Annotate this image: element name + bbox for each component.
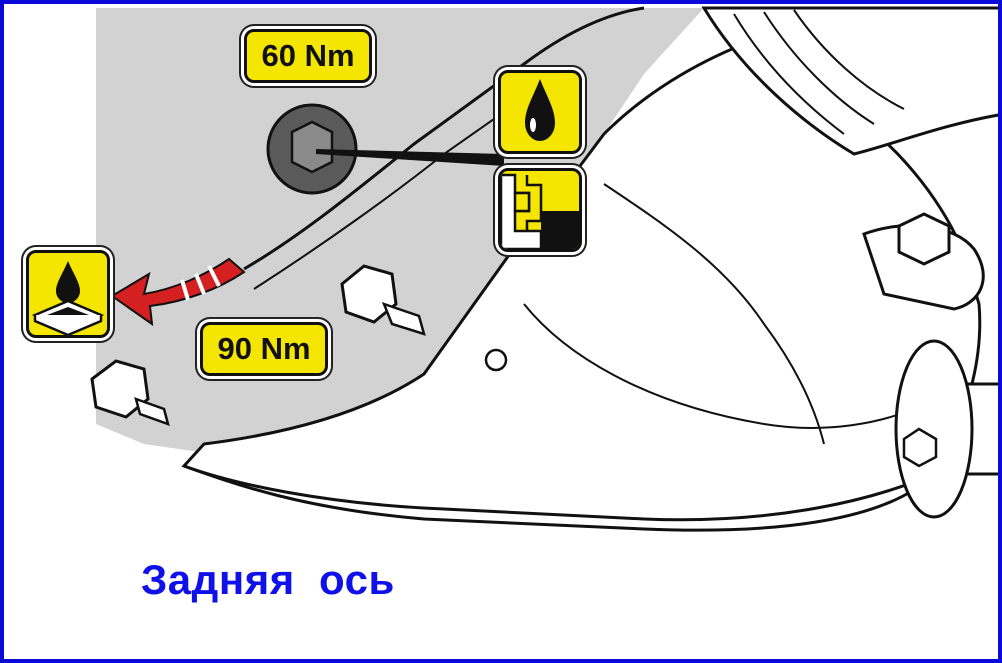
- oil-drop-icon: [498, 70, 582, 154]
- axle-tube-ribs: [733, 9, 905, 135]
- leader-line: [316, 149, 504, 166]
- torque-badge-drain-plug: 90 Nm: [200, 322, 328, 376]
- torque-badge-fill-plug: 60 Nm: [244, 29, 372, 83]
- housing-contour-1: [523, 303, 925, 429]
- hex-nut-right-low: [902, 427, 938, 468]
- housing-lower-edge: [183, 464, 935, 522]
- oil-drain-pan-glyph: [31, 261, 105, 335]
- bolt-lower-left: [90, 359, 170, 426]
- axle-tube: [701, 6, 998, 156]
- housing-flange: [243, 6, 645, 271]
- torque-value-fill-plug: 60 Nm: [261, 38, 355, 73]
- housing-contour-2: [603, 183, 825, 445]
- housing-hole: [484, 348, 508, 372]
- torque-value-drain-plug: 90 Nm: [217, 331, 311, 366]
- oil-drain-pan-icon: [26, 250, 110, 338]
- bolt-upper-mid: [340, 264, 426, 336]
- fill-level-icon: [498, 168, 582, 252]
- fill-level-glyph: [501, 173, 579, 249]
- output-flange: [894, 339, 974, 519]
- hex-nut-right-top: [897, 212, 951, 266]
- caption-title: Задняя ось: [141, 556, 395, 603]
- loosen-arrow: [110, 257, 246, 327]
- housing-flange-inner: [253, 83, 545, 290]
- fill-plug-hex: [290, 120, 334, 174]
- oil-drop-glyph: [525, 79, 555, 141]
